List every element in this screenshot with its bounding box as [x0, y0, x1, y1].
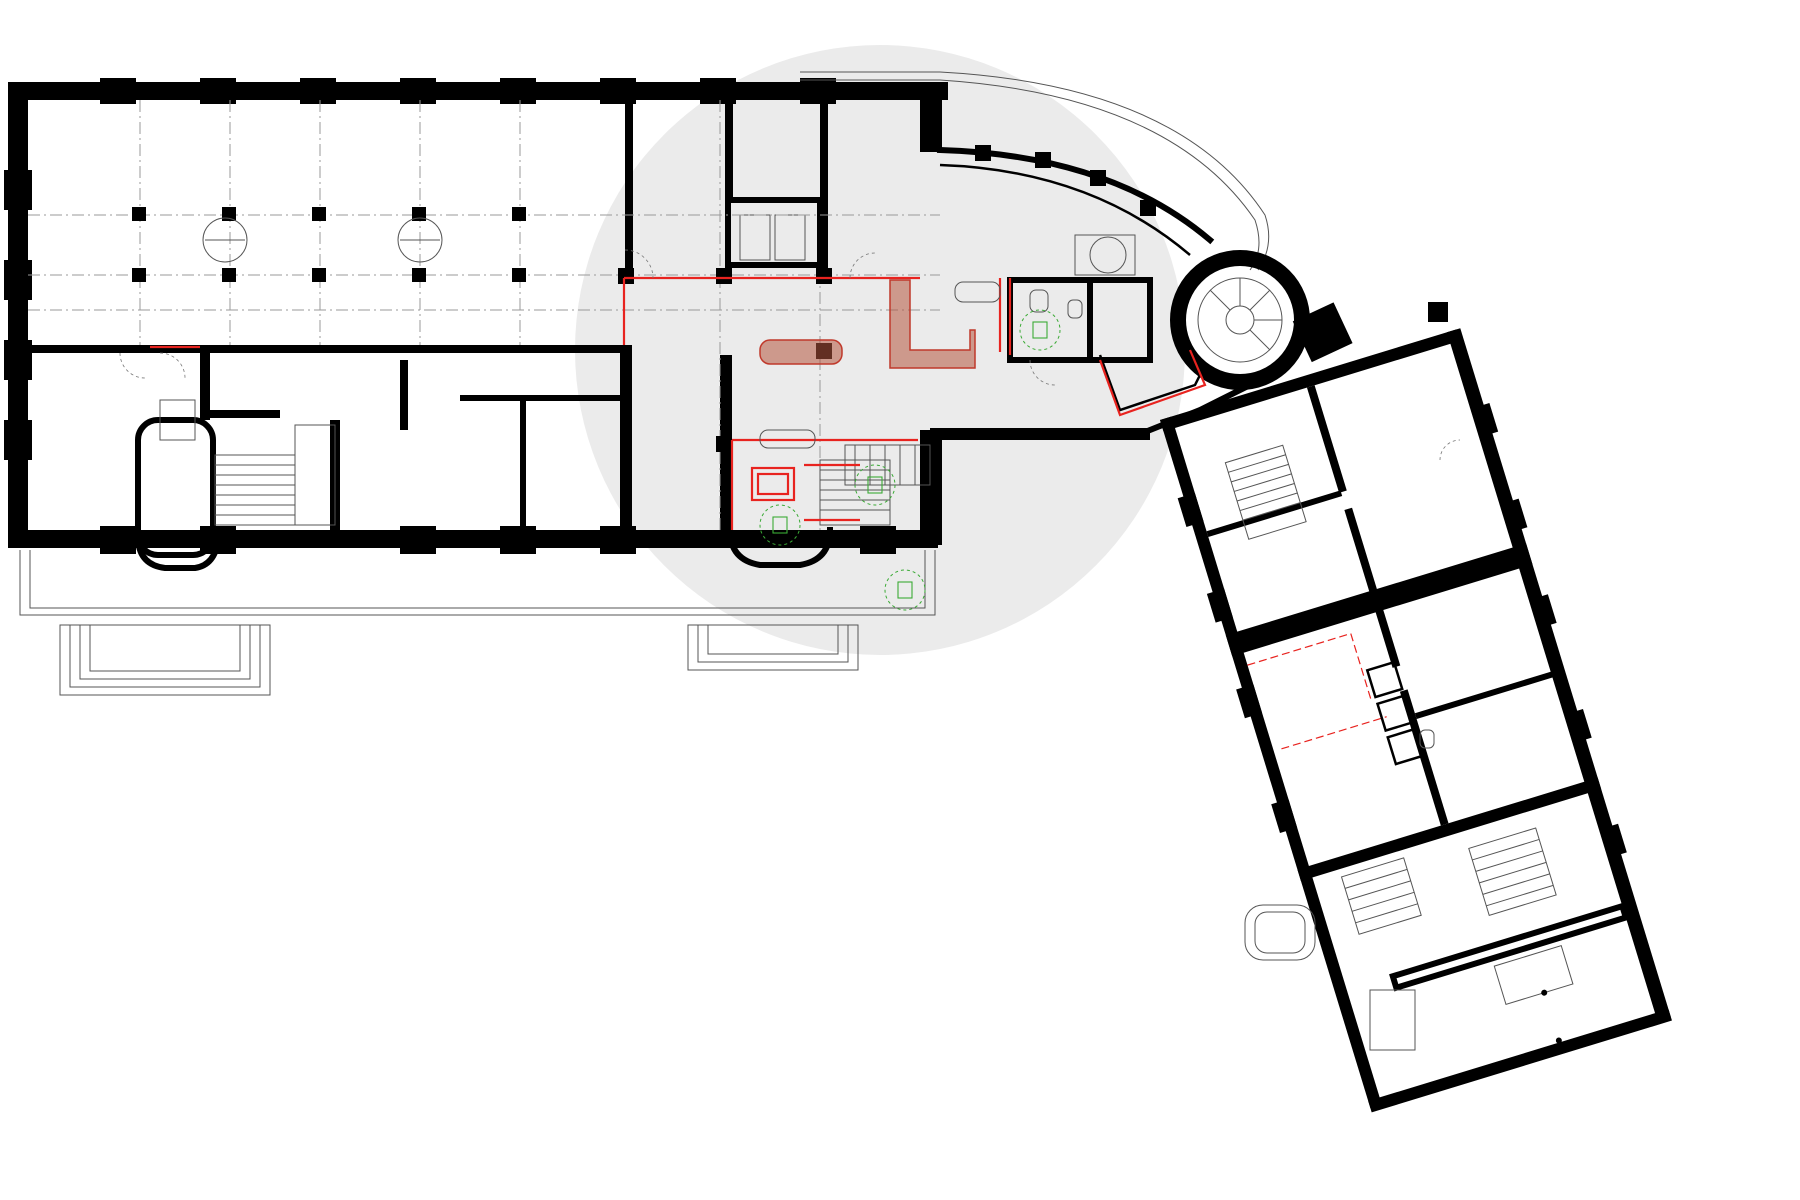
- highlight-zone: [575, 45, 1185, 655]
- wheelchair-turning-circles: [759, 309, 1061, 611]
- new-partitions: [150, 276, 1207, 530]
- curved-connector: [800, 71, 1270, 486]
- side-entrance: [1244, 904, 1416, 1051]
- side-wing: [1160, 328, 1672, 1113]
- lift-platform: [750, 466, 796, 502]
- door-swings: [119, 249, 1461, 461]
- spiral-stair-tower: [1170, 250, 1448, 390]
- main-wing: [4, 78, 948, 571]
- reception-desk: [759, 279, 1001, 449]
- front-terrace: [19, 550, 936, 696]
- wc-units: [1029, 289, 1435, 749]
